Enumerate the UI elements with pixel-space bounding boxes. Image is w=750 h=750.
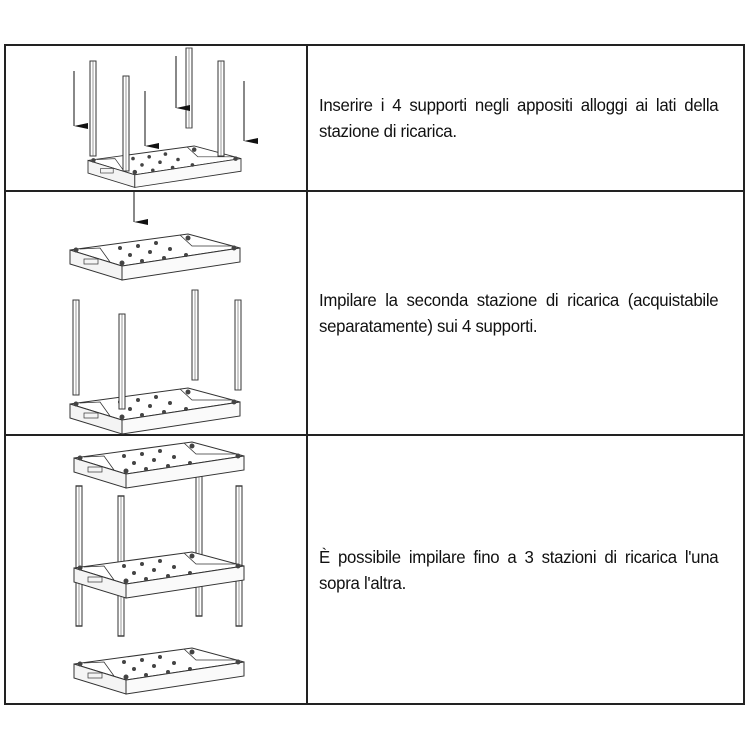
step-1-illustration	[6, 46, 308, 190]
step-3-text: È possibile impilare fino a 3 stazioni d…	[319, 546, 719, 593]
support-poles	[72, 289, 242, 410]
step-row-2: Impilare la seconda stazione di ricarica…	[6, 192, 743, 436]
charging-station-top	[73, 441, 245, 489]
step-2-text: Impilare la seconda stazione di ricarica…	[319, 290, 719, 336]
instruction-table: Inserire i 4 supporti negli appositi all…	[4, 44, 745, 705]
step-1-text: Inserire i 4 supporti negli appositi all…	[319, 95, 719, 141]
charging-station-middle	[73, 551, 245, 599]
step-2-illustration	[6, 192, 308, 435]
step-3-illustration	[6, 436, 308, 703]
charging-station-tray	[69, 387, 241, 435]
step-row-1: Inserire i 4 supporti negli appositi all…	[6, 46, 743, 192]
step-row-3: È possibile impilare fino a 3 stazioni d…	[6, 436, 743, 703]
down-arrows	[73, 56, 258, 149]
charging-station-bottom	[73, 647, 245, 695]
second-charging-station	[69, 233, 241, 281]
